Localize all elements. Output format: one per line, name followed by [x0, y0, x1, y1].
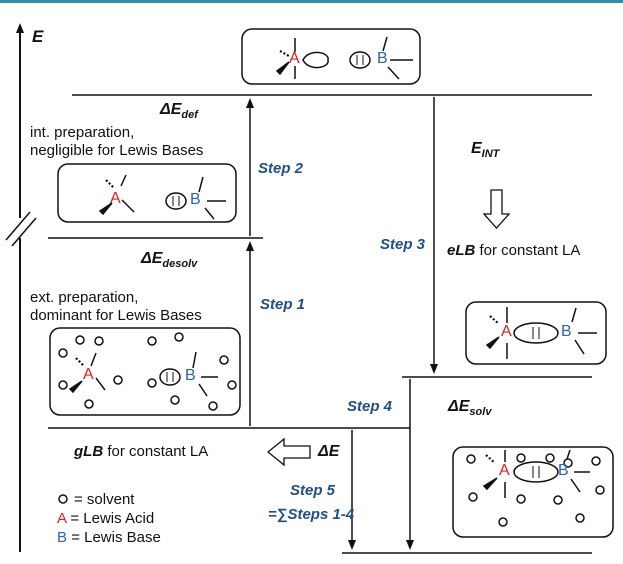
base-atom-step3: B [561, 323, 572, 340]
acid-fragment-step1 [68, 352, 106, 394]
step5-sum-label: =∑Steps 1-4 [268, 506, 355, 523]
energy-def-label: ΔEdef [160, 101, 198, 122]
legend-base: B = Lewis Base [57, 529, 161, 546]
base-atom-step1: B [185, 367, 196, 384]
step2-label: Step 2 [258, 160, 304, 177]
legend-solvent-circle [58, 494, 68, 504]
top-rule [0, 0, 623, 3]
box-separated-step2 [57, 163, 237, 223]
acid-atom-step1: A [83, 366, 94, 383]
ext-prep-line2: dominant for Lewis Bases [30, 307, 202, 324]
acid-atom-step2: A [110, 190, 121, 207]
energy-solv-label: ΔEsolv [448, 398, 492, 419]
legend-solvent: = solvent [74, 491, 135, 508]
legend-acid-letter: A [57, 510, 67, 527]
step3-label: Step 3 [380, 236, 426, 253]
acid-atom-step3: A [501, 323, 512, 340]
eint-hollow-arrow [482, 189, 511, 229]
box-separated-top [241, 28, 421, 85]
acid-fragment-step2 [98, 174, 135, 216]
ext-prep-line1: ext. preparation, [30, 289, 139, 306]
energy-axis-label: E [32, 27, 44, 46]
energy-total-label: ΔE [318, 443, 340, 460]
base-fragment-step2 [165, 176, 226, 220]
complex-fragment-step3 [485, 307, 597, 359]
base-atom-step2: B [190, 191, 201, 208]
solvent-step1 [58, 332, 237, 411]
axis-break-1 [5, 211, 31, 241]
acid-fragment-top [275, 38, 329, 79]
energy-int-label: EINT [471, 140, 500, 161]
step1-label: Step 1 [260, 296, 306, 313]
base-fragment-step1 [159, 351, 218, 397]
box-solvated-complex [452, 446, 614, 538]
int-prep-line2: negligible for Lewis Bases [30, 142, 204, 159]
box-solvated-step1 [49, 327, 241, 416]
energy-desolv-label: ΔEdesolv [141, 250, 198, 271]
axis-break-2 [11, 217, 37, 247]
acid-atom-top: A [289, 50, 300, 67]
solvent-step4 [466, 453, 605, 527]
step4-label: Step 4 [347, 398, 393, 415]
elb-description: eLB for constant LA [447, 242, 581, 259]
acid-atom-step4: A [499, 462, 510, 479]
base-atom-step4: B [558, 462, 569, 479]
base-atom-top: B [377, 50, 388, 67]
glb-description: gLB for constant LA [74, 443, 209, 460]
step5-label: Step 5 [290, 482, 336, 499]
complex-fragment-step4 [482, 449, 590, 498]
legend-base-letter: B [57, 529, 68, 546]
dE-hollow-arrow [266, 437, 311, 467]
legend-acid: A = Lewis Acid [57, 510, 155, 527]
int-prep-line1: int. preparation, [30, 124, 135, 141]
base-fragment-top [349, 36, 413, 80]
box-complex-step3 [465, 301, 607, 365]
